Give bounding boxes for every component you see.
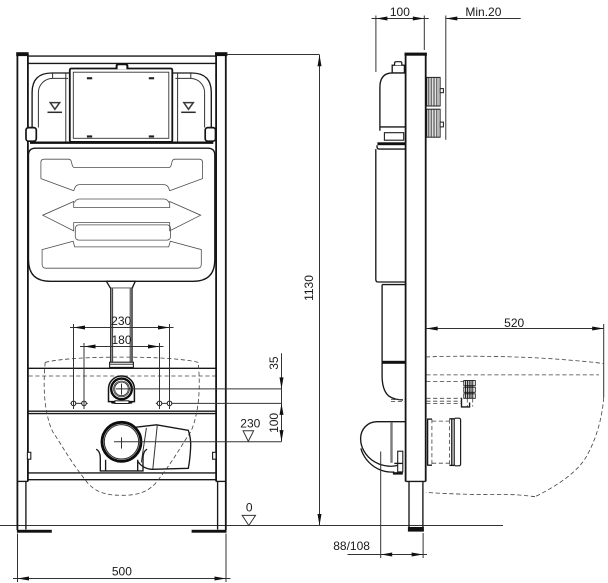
svg-text:0: 0 <box>246 500 253 514</box>
svg-text:520: 520 <box>504 316 524 330</box>
svg-text:Min.20: Min.20 <box>465 5 501 19</box>
svg-text:100: 100 <box>390 5 410 19</box>
svg-text:100: 100 <box>267 413 281 433</box>
svg-text:500: 500 <box>112 565 132 579</box>
svg-text:230: 230 <box>240 416 260 430</box>
svg-text:230: 230 <box>111 314 131 328</box>
svg-text:180: 180 <box>111 333 131 347</box>
svg-text:88/108: 88/108 <box>333 539 370 553</box>
svg-text:35: 35 <box>267 356 281 370</box>
svg-text:1130: 1130 <box>302 275 316 301</box>
